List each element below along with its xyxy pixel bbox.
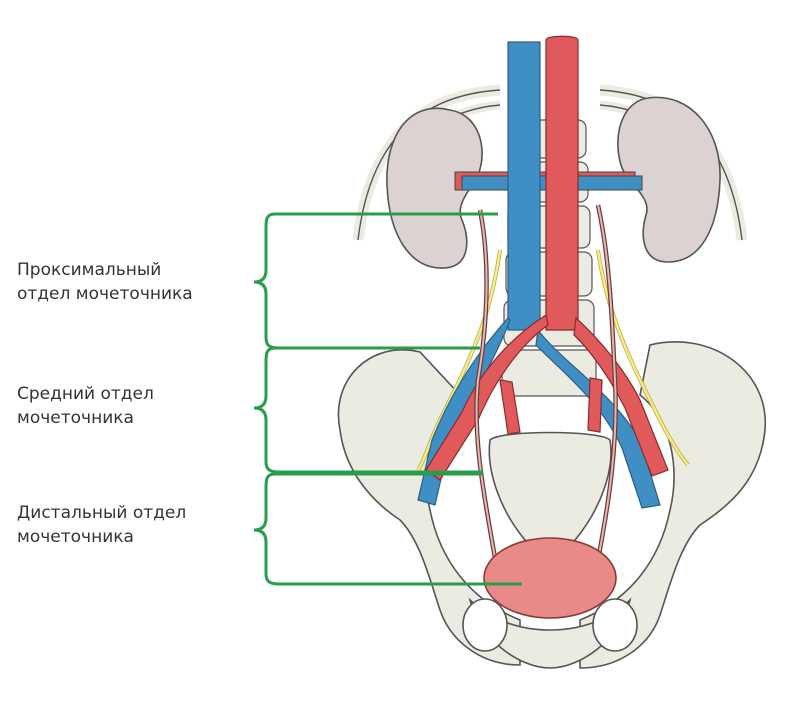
pubic-bone	[468, 597, 632, 669]
right-iliac-wing	[579, 341, 766, 669]
left-iliac-artery	[425, 314, 549, 481]
middle-ureter-label: Средний отдел мочеточника	[17, 382, 154, 430]
right-iliac-vein	[535, 328, 661, 509]
middle-label-line1: Средний отдел	[17, 384, 154, 404]
distal-label-line2: мочеточника	[17, 527, 134, 547]
bladder	[483, 537, 617, 619]
section-brackets	[253, 212, 522, 586]
right-kidney	[617, 96, 721, 263]
aorta	[425, 35, 669, 481]
distal-bracket	[253, 472, 522, 586]
distal-label-line1: Дистальный отдел	[17, 503, 187, 523]
distal-ureter-label: Дистальный отдел мочеточника	[17, 501, 186, 549]
pelvis	[337, 341, 766, 669]
sacrum	[488, 431, 612, 553]
kidneys	[386, 96, 721, 269]
left-iliac-wing	[337, 349, 521, 666]
proximal-label-line2: отдел мочеточника	[17, 284, 193, 304]
proximal-bracket	[253, 212, 498, 350]
middle-bracket	[253, 346, 483, 474]
middle-label-line2: мочеточника	[17, 408, 134, 428]
proximal-ureter-label: Проксимальный отдел мочеточника	[17, 258, 193, 306]
right-iliac-artery	[573, 316, 669, 477]
left-kidney	[386, 107, 483, 269]
proximal-label-line1: Проксимальный	[17, 260, 162, 280]
